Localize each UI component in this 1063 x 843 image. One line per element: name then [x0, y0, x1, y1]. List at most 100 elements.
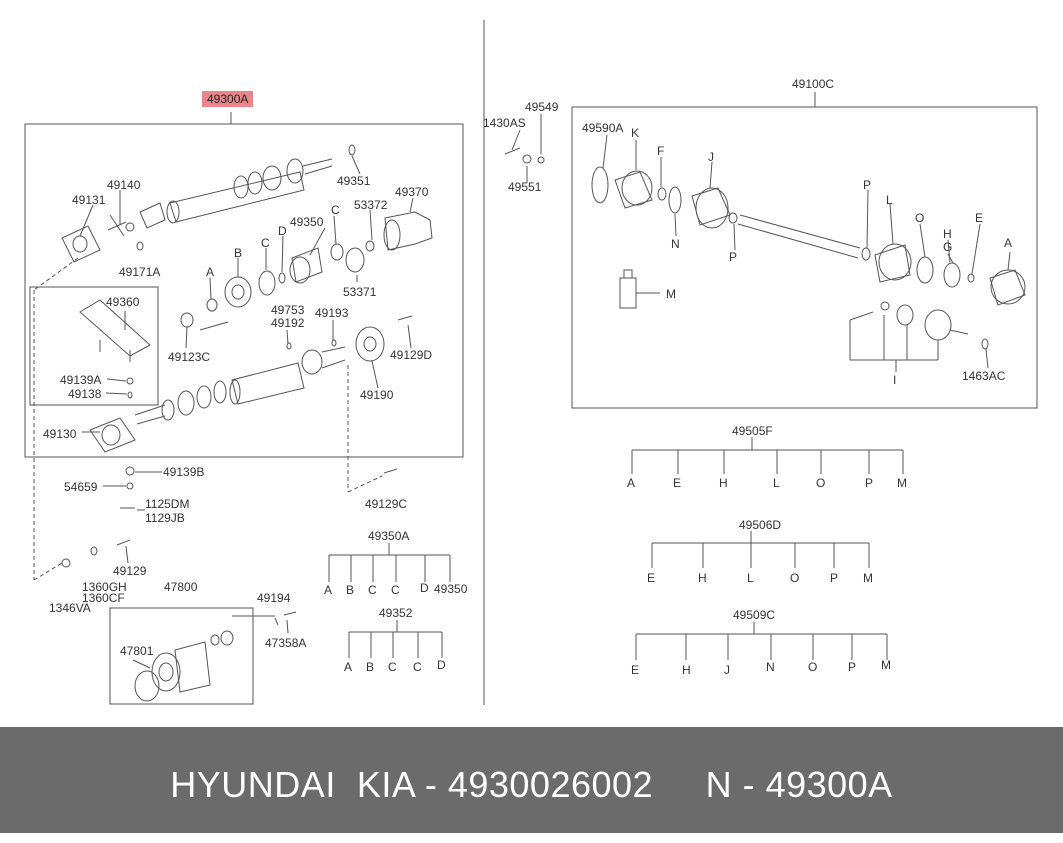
tree-item: N	[766, 660, 775, 674]
part-label: 1346VA	[49, 601, 91, 615]
part-label: 49370	[395, 185, 429, 199]
tree-item: B	[346, 583, 355, 597]
part-label: 49194	[257, 591, 291, 605]
tree-item: E	[631, 663, 640, 677]
tree-item: A	[627, 476, 636, 490]
upper-shaft-tube	[169, 171, 305, 223]
tree-item: O	[808, 660, 818, 674]
part-label: 49129D	[390, 348, 433, 362]
tree-item: 49350	[434, 582, 468, 596]
part-label: 1129JB	[145, 511, 185, 525]
tree-item: P	[865, 476, 874, 490]
part-label: 49753	[271, 303, 305, 317]
part-label: O	[915, 211, 925, 225]
part-label: 1360GH	[82, 580, 127, 594]
parts-diagram	[24, 20, 1038, 705]
part-label: 47800	[164, 580, 198, 594]
box-49100C	[571, 106, 1038, 409]
part-label: 49171A	[119, 265, 161, 279]
part-label: 49123C	[168, 350, 211, 364]
box-49360	[29, 286, 159, 406]
tree-item: C	[368, 583, 377, 597]
flange-49131	[61, 225, 101, 263]
tree-item: P	[848, 660, 857, 674]
part-label: 47801	[120, 644, 154, 658]
part-label: 1125DM	[145, 497, 190, 511]
tree-item: M	[897, 476, 907, 490]
part-label: 49131	[72, 193, 106, 207]
tree-title: 49352	[379, 606, 413, 620]
tree-item: L	[747, 571, 754, 585]
part-label: C	[331, 203, 340, 217]
box-49300A	[24, 123, 464, 458]
part-label: J	[708, 150, 714, 164]
tree-item: C	[413, 660, 422, 674]
part-label: H	[943, 227, 952, 241]
tree-title: 49350A	[368, 529, 410, 543]
tree-item: P	[830, 571, 839, 585]
part-label: 49100C	[792, 77, 835, 91]
part-label: L	[886, 193, 893, 207]
tree-item: D	[420, 581, 429, 595]
part-label: 49140	[107, 178, 141, 192]
tree-item: E	[673, 476, 682, 490]
part-label: 49551	[508, 180, 542, 194]
part-label: 1360CF	[82, 591, 125, 605]
tree-item: A	[324, 583, 333, 597]
part-label: 49350	[290, 215, 324, 229]
part-label: 1430AS	[483, 116, 526, 130]
tree-item: C	[391, 583, 400, 597]
part-label: 49129	[113, 564, 147, 578]
tree-item: O	[790, 571, 800, 585]
part-label: 49138	[68, 387, 102, 401]
tree-item: D	[437, 658, 446, 672]
part-label: 49190	[360, 388, 394, 402]
part-label: B	[234, 246, 243, 260]
part-label: 49549	[525, 100, 559, 114]
tree-title: 49509C	[733, 608, 776, 622]
part-label: I	[893, 373, 897, 387]
part-label: 49129C	[365, 497, 408, 511]
tree-item: C	[388, 660, 397, 674]
tree-item: E	[647, 571, 656, 585]
part-label: P	[863, 178, 872, 192]
tree-title: 49505F	[732, 424, 773, 438]
tree-title: 49506D	[739, 518, 782, 532]
part-label: 54659	[64, 480, 98, 494]
tree-item: H	[698, 571, 707, 585]
part-label: C	[261, 236, 270, 250]
part-label: 49590A	[582, 121, 624, 135]
part-label: F	[657, 144, 665, 158]
part-label: 49139A	[60, 373, 102, 387]
part-label: 49130	[43, 427, 77, 441]
part-label: 49193	[315, 306, 349, 320]
tree-item: A	[344, 660, 353, 674]
part-label: 1463AC	[962, 369, 1006, 383]
tree-item: H	[682, 663, 691, 677]
part-label: 47358A	[265, 636, 307, 650]
tree-item: B	[366, 660, 375, 674]
lower-shaft-tube	[231, 362, 305, 405]
part-label: P	[729, 250, 738, 264]
box-47800	[109, 607, 254, 705]
part-label: A	[206, 265, 215, 279]
tree-item: J	[724, 663, 730, 677]
part-label: 49360	[106, 295, 140, 309]
part-label: D	[278, 224, 287, 238]
tree-item: M	[863, 571, 873, 585]
footer-banner: HYUNDAI KIA - 4930026002 N - 49300A	[0, 727, 1063, 833]
tree-item: L	[773, 476, 780, 490]
tree-item: O	[816, 476, 826, 490]
part-label: A	[1004, 236, 1013, 250]
footer-part-number: HYUNDAI KIA - 4930026002 N - 49300A	[170, 764, 893, 805]
tree-item: M	[881, 658, 891, 672]
joint-49190	[355, 326, 385, 362]
part-label: 49351	[337, 174, 371, 188]
part-label: 49192	[271, 316, 305, 330]
tree-item: H	[719, 476, 728, 490]
part-label: N	[671, 237, 680, 251]
part-label: 53371	[343, 285, 377, 299]
part-label: K	[631, 126, 640, 140]
part-label: M	[666, 287, 676, 301]
highlighted-part-number: 49300A	[202, 91, 254, 107]
